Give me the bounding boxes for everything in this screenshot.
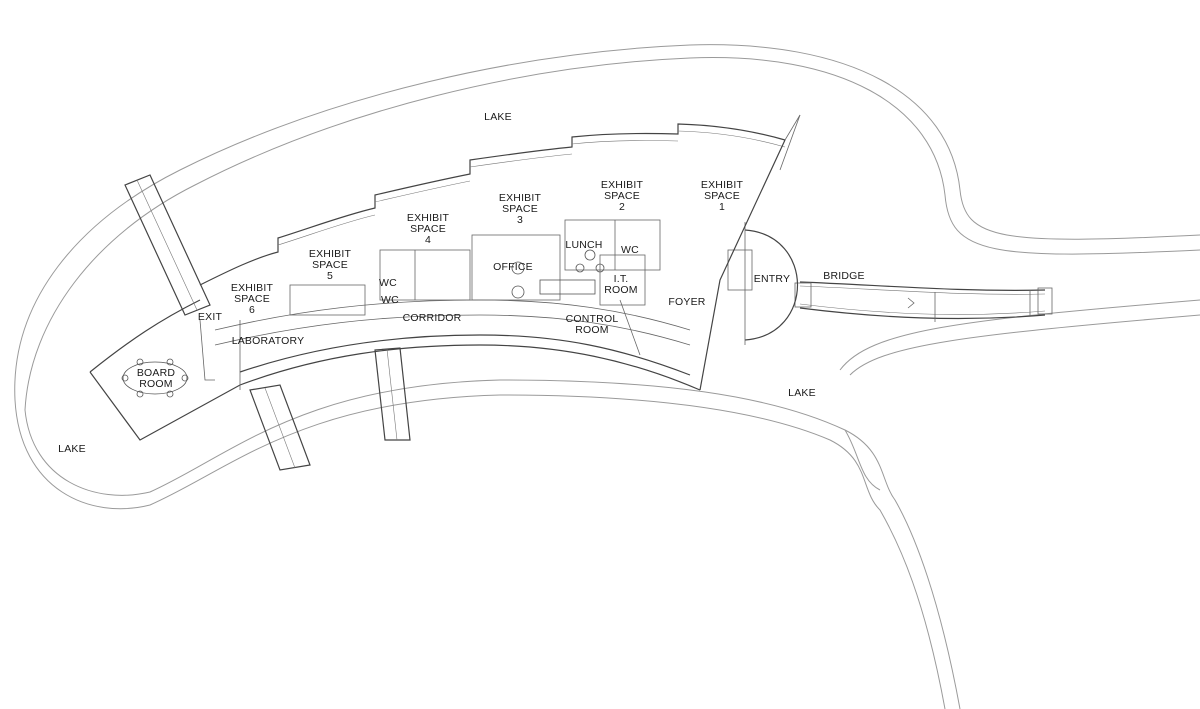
board-room-label: ROOM xyxy=(139,378,172,390)
exhibit-space-6-label: EXHIBIT xyxy=(231,282,274,294)
bridge-label: BRIDGE xyxy=(823,270,864,282)
exhibit-space-4-label: 4 xyxy=(425,234,431,246)
wc-left-1-label: WC xyxy=(379,277,397,289)
shoreline xyxy=(14,44,1200,709)
south-walkways xyxy=(249,347,411,471)
exhibit-space-5-label: 5 xyxy=(327,270,333,282)
foyer-label: FOYER xyxy=(668,296,705,308)
corridor-label: CORRIDOR xyxy=(403,312,462,324)
exhibit-space-1-label: 1 xyxy=(719,201,725,213)
laboratory-label: LABORATORY xyxy=(232,335,305,347)
exit-label: EXIT xyxy=(198,311,223,323)
exhibit-space-5-label: EXHIBIT xyxy=(309,248,352,260)
wc-left-2-label: WC xyxy=(381,294,399,306)
exhibit-space-6-label: SPACE xyxy=(234,293,270,305)
exhibit-space-1-label: SPACE xyxy=(704,190,740,202)
lake-label-east: LAKE xyxy=(788,387,816,399)
wc-upper-label: WC xyxy=(621,244,639,256)
lunch-label: LUNCH xyxy=(565,239,602,251)
entry-label: ENTRY xyxy=(754,273,790,285)
exhibit-space-6-label: 6 xyxy=(249,304,255,316)
exhibit-space-3-label: 3 xyxy=(517,214,523,226)
lake-label-west: LAKE xyxy=(58,443,86,455)
entry-vestibule xyxy=(727,222,799,345)
control-room-label: CONTROL xyxy=(566,313,619,325)
northwest-walkway xyxy=(124,174,211,316)
room-labels: LAKE LAKE LAKE EXHIBIT SPACE 1 EXHIBIT S… xyxy=(58,111,864,455)
bridge-walkway xyxy=(794,281,1053,322)
control-room-label: ROOM xyxy=(575,324,608,336)
exhibit-space-1-label: EXHIBIT xyxy=(701,179,744,191)
office-label: OFFICE xyxy=(493,261,533,273)
board-room-label: BOARD xyxy=(137,367,176,379)
exhibit-space-5-label: SPACE xyxy=(312,259,348,271)
exhibit-space-4-label: SPACE xyxy=(410,223,446,235)
exhibit-space-4-label: EXHIBIT xyxy=(407,212,450,224)
it-room-label: I.T. xyxy=(614,273,629,285)
furniture xyxy=(121,249,605,398)
it-room-label: ROOM xyxy=(604,284,637,296)
exhibit-space-3-label: SPACE xyxy=(502,203,538,215)
interior-partitions xyxy=(199,219,661,390)
exhibit-space-2-label: SPACE xyxy=(604,190,640,202)
building-envelope xyxy=(89,114,801,441)
exhibit-space-2-label: EXHIBIT xyxy=(601,179,644,191)
exhibit-space-3-label: EXHIBIT xyxy=(499,192,542,204)
lake-label-north: LAKE xyxy=(484,111,512,123)
exhibit-space-2-label: 2 xyxy=(619,201,625,213)
